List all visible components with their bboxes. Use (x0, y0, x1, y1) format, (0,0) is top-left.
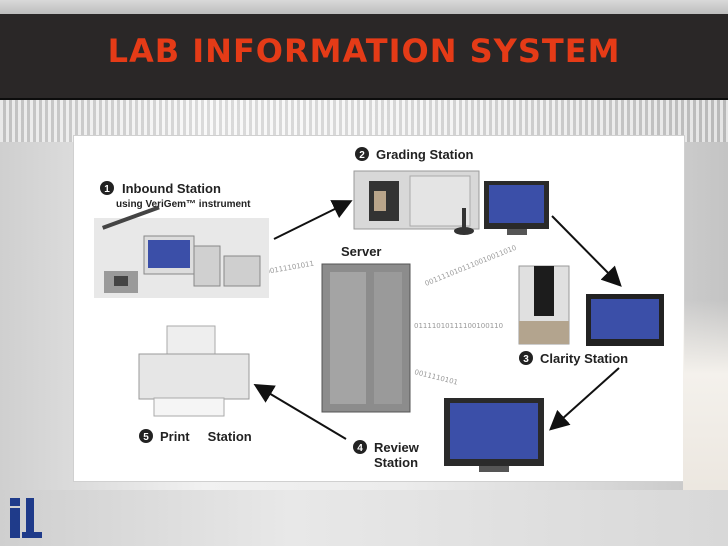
server-label: Server (341, 244, 381, 259)
printer-image (138, 325, 250, 417)
number-badge-3-text: 3 (523, 354, 529, 365)
review-station: 4 Review Station (353, 398, 544, 472)
arrow-clarity-to-review (549, 367, 620, 431)
number-badge-2-text: 2 (359, 150, 365, 161)
title-band (0, 14, 728, 100)
inbound-station: 1 Inbound Station using VeriGem™ instrum… (94, 181, 269, 298)
number-badge-4 (353, 440, 367, 454)
binary-stream-1: 00111101011 (265, 260, 315, 276)
number-badge-5-text: 5 (143, 432, 149, 443)
diagram-panel: 00111101011 0011110101110010011010 01111… (73, 135, 685, 482)
slide-title: LAB INFORMATION SYSTEM (107, 32, 621, 70)
number-badge-2 (355, 147, 369, 161)
inbound-station-label: Inbound Station (122, 181, 221, 196)
server: Server (321, 244, 411, 413)
arrow-grading-to-clarity (551, 215, 622, 287)
number-badge-5 (139, 429, 153, 443)
clarity-equipment-image (518, 265, 664, 346)
review-station-label-line2: Station (374, 455, 418, 470)
lis-diagram: 00111101011 0011110101110010011010 01111… (94, 147, 664, 472)
print-station-label: Print Station (160, 429, 252, 444)
clarity-station: 3 Clarity Station (518, 265, 664, 366)
number-badge-4-text: 4 (357, 443, 363, 454)
grading-station-label: Grading Station (376, 147, 474, 162)
arrow-review-to-print (253, 383, 347, 440)
top-strip (0, 0, 728, 14)
number-badge-1-text: 1 (104, 184, 110, 195)
arrow-inbound-to-grading (273, 200, 353, 240)
inbound-station-subtitle: using VeriGem™ instrument (116, 199, 251, 210)
bottom-band (0, 490, 728, 546)
binary-stream-3: 01111010111100100110 (414, 322, 503, 330)
company-logo (10, 498, 42, 538)
review-station-label-line1: Review (374, 440, 420, 455)
number-badge-3 (519, 351, 533, 365)
binary-stream-4: 0011110101 (414, 368, 459, 387)
binary-stream-2: 0011110101110010011010 (424, 244, 518, 288)
number-badge-1 (100, 181, 114, 195)
grading-equipment-image (353, 170, 549, 235)
inbound-equipment-image (94, 205, 269, 298)
grading-station: 2 Grading Station (353, 147, 549, 235)
review-monitor-image (444, 398, 544, 472)
print-station: 5 Print Station (138, 325, 252, 444)
clarity-station-label: Clarity Station (540, 351, 628, 366)
